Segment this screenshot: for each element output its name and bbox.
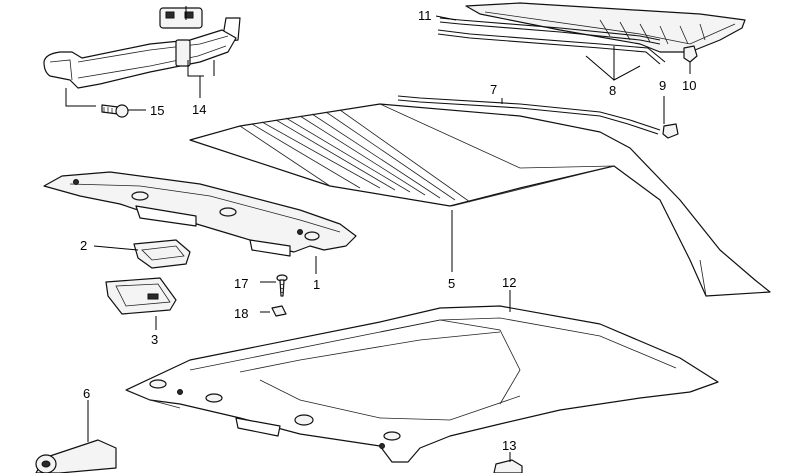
insulation-roll-part <box>35 439 117 473</box>
interior-light-part <box>133 239 191 269</box>
callout-8: 8 <box>609 83 616 98</box>
callout-labels: 1 2 3 5 6 7 8 9 10 11 12 13 14 15 17 18 <box>80 8 696 453</box>
callout-7: 7 <box>490 82 497 97</box>
callout-3: 3 <box>151 332 158 347</box>
callout-11: 11 <box>418 8 432 23</box>
callout-5: 5 <box>448 276 455 291</box>
nut-clip-part <box>271 305 287 317</box>
clip-part <box>662 45 698 139</box>
headliner-part <box>125 305 719 463</box>
callout-9: 9 <box>659 78 666 93</box>
callout-2: 2 <box>80 238 87 253</box>
roof-panel-part <box>189 103 771 297</box>
callout-15: 15 <box>150 103 164 118</box>
roof-rail-rod <box>397 95 661 135</box>
callout-13: 13 <box>502 438 516 453</box>
callout-17: 17 <box>234 276 248 291</box>
front-header-trim-part <box>43 171 357 257</box>
callout-6: 6 <box>83 386 90 401</box>
retaining-clip-part <box>493 459 523 473</box>
callout-18: 18 <box>234 306 248 321</box>
callout-10: 10 <box>682 78 696 93</box>
screw-part <box>101 104 129 118</box>
callout-14: 14 <box>192 102 206 117</box>
mirror-cover-part <box>105 277 177 315</box>
grab-handle-part <box>43 7 241 89</box>
callout-12: 12 <box>502 275 516 290</box>
small-screw-part <box>276 274 288 297</box>
leader-lines <box>65 6 691 462</box>
callout-1: 1 <box>313 277 320 292</box>
